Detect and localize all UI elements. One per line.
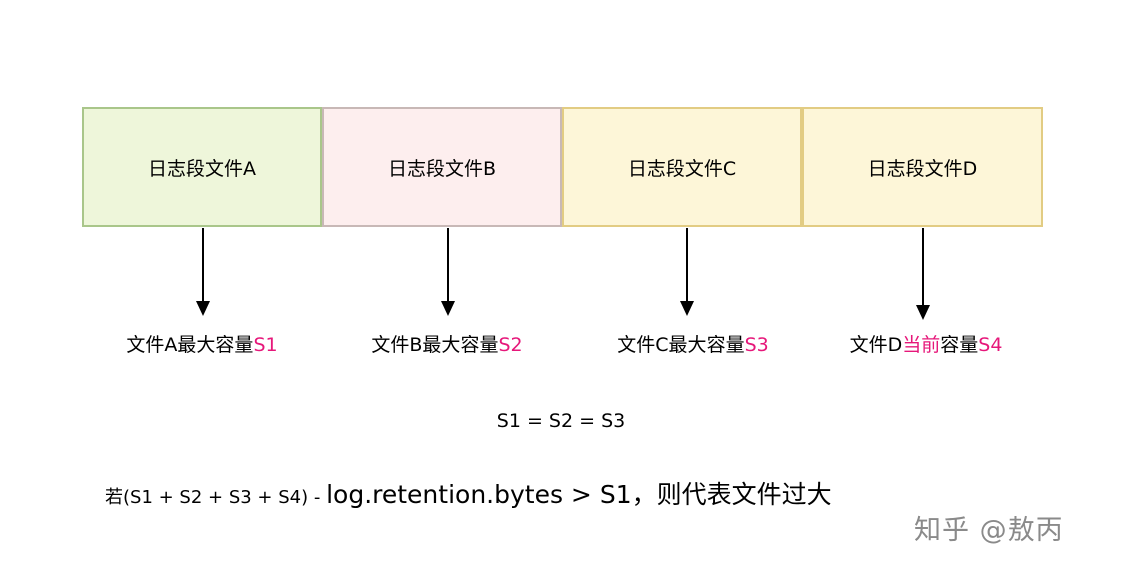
- segment-box-d: 日志段文件D: [802, 107, 1043, 227]
- segment-box-a: 日志段文件A: [82, 107, 322, 227]
- caption-b-prefix: 文件B: [371, 334, 423, 356]
- caption-d-prefix: 文件D: [849, 334, 903, 356]
- arrow-head-a: [196, 301, 210, 316]
- caption-c-size-var: S3: [744, 334, 769, 356]
- caption-a-prefix: 文件A: [126, 334, 178, 356]
- formula-text: 若(S1 + S2 + S3 + S4) - log.retention.byt…: [105, 478, 832, 515]
- caption-a-suffix: 容量: [215, 334, 254, 356]
- segment-box-b: 日志段文件B: [322, 107, 562, 227]
- caption-a-middle: 最大: [177, 334, 216, 356]
- caption-d-suffix: 容量: [940, 334, 979, 356]
- segment-label-a: 日志段文件A: [148, 157, 256, 180]
- caption-b-suffix: 容量: [460, 334, 499, 356]
- arrow-head-c: [680, 301, 694, 316]
- formula-part1: 若(S1 + S2 + S3 + S4) -: [105, 487, 327, 508]
- caption-d: 文件D当前容量S4: [850, 330, 1003, 360]
- caption-a: 文件A最大容量S1: [126, 330, 277, 360]
- caption-c-suffix: 容量: [706, 334, 745, 356]
- segment-box-c: 日志段文件C: [562, 107, 802, 227]
- caption-a-size-var: S1: [253, 334, 278, 356]
- equation-text: S1 = S2 = S3: [496, 410, 626, 432]
- caption-d-size-var: S4: [978, 334, 1003, 356]
- formula-part2: log.retention.bytes > S1，则代表文件过大: [326, 480, 832, 509]
- caption-b-size-var: S2: [498, 334, 523, 356]
- segment-label-b: 日志段文件B: [387, 157, 497, 180]
- arrow-head-b: [441, 301, 455, 316]
- caption-c: 文件C最大容量S3: [617, 330, 768, 360]
- segment-label-c: 日志段文件C: [627, 157, 737, 180]
- arrow-head-d: [916, 305, 930, 320]
- caption-b-middle: 最大: [422, 334, 461, 356]
- caption-b: 文件B最大容量S2: [371, 330, 522, 360]
- caption-c-prefix: 文件C: [617, 334, 669, 356]
- caption-d-middle: 当前: [902, 334, 941, 356]
- segment-label-d: 日志段文件D: [867, 157, 978, 180]
- caption-c-middle: 最大: [668, 334, 707, 356]
- watermark-text: 知乎 @敖丙: [914, 515, 1064, 546]
